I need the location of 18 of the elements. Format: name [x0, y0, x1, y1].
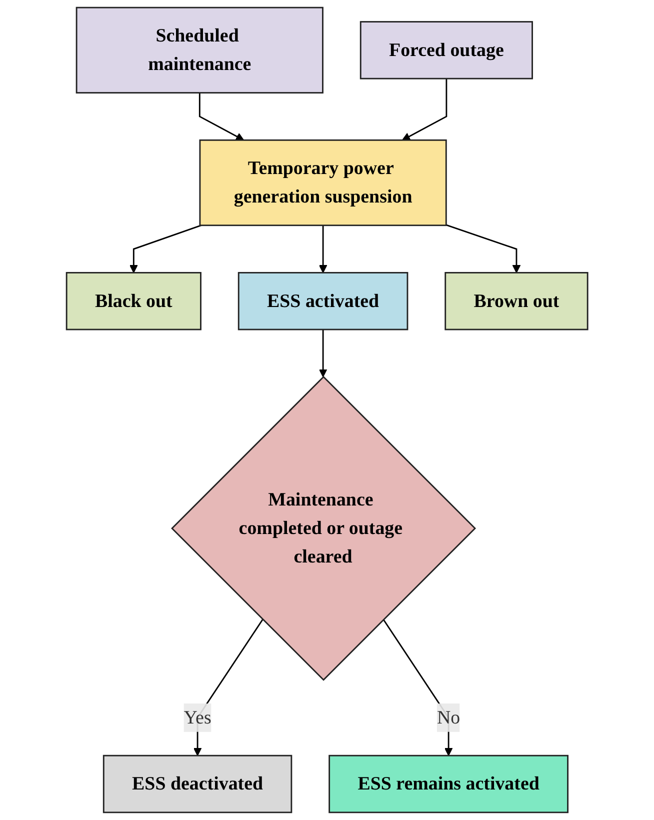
arrow — [318, 225, 328, 274]
node-box — [66, 272, 202, 330]
arrow — [402, 78, 448, 141]
flowchart: Yes No Scheduled maintenance Forced outage Temporary power generation suspension Black out ESS activated Brown out Maintenance completed or outage cleared ESS deactivated ESS remains activated — [58, 0, 596, 820]
arrow — [129, 224, 202, 274]
arrow — [318, 330, 328, 378]
node-box — [328, 754, 568, 814]
node-box — [76, 6, 324, 94]
node-box — [102, 754, 292, 814]
node-diamond — [170, 376, 476, 681]
node-box — [199, 139, 447, 226]
node-box — [360, 21, 533, 80]
edge-label: No — [436, 707, 460, 728]
node-box — [444, 272, 588, 330]
arrow — [198, 92, 244, 141]
edge-label: Yes — [184, 707, 212, 728]
node-box — [238, 272, 408, 330]
arrow — [446, 224, 521, 274]
